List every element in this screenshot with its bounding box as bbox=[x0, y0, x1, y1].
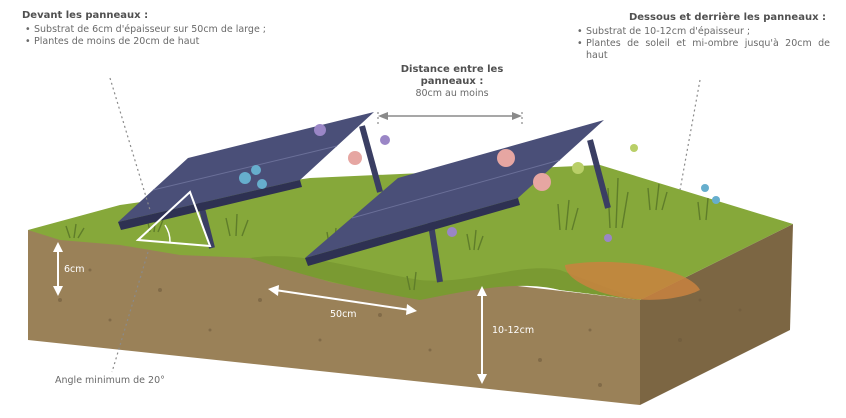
front-note-item-substrate: Substrat de 6cm d'épaisseur sur 50cm de … bbox=[22, 24, 282, 36]
distance-note-value: 80cm au moins bbox=[382, 88, 522, 100]
behind-panels-note: Dessous et derrière les panneaux : Subst… bbox=[574, 12, 830, 62]
front-of-panels-note: Devant les panneaux : Substrat de 6cm d'… bbox=[22, 10, 282, 48]
front-depth-label: 6cm bbox=[64, 264, 85, 275]
back-note-list: Substrat de 10-12cm d'épaisseur ; Plante… bbox=[574, 26, 830, 62]
back-note-item-substrate: Substrat de 10-12cm d'épaisseur ; bbox=[574, 26, 830, 38]
front-width-label: 50cm bbox=[330, 309, 357, 320]
back-note-item-plants: Plantes de soleil et mi-ombre jusqu'à 20… bbox=[574, 38, 830, 62]
front-note-list: Substrat de 6cm d'épaisseur sur 50cm de … bbox=[22, 24, 282, 48]
front-note-item-plants: Plantes de moins de 20cm de haut bbox=[22, 36, 282, 48]
distance-note-title: Distance entre les panneaux : bbox=[382, 64, 522, 88]
min-angle-label: Angle minimum de 20° bbox=[55, 375, 165, 386]
back-depth-label: 10-12cm bbox=[492, 325, 534, 336]
distance-between-panels-note: Distance entre les panneaux : 80cm au mo… bbox=[382, 64, 522, 100]
back-note-title: Dessous et derrière les panneaux : bbox=[574, 12, 830, 24]
front-note-title: Devant les panneaux : bbox=[22, 10, 282, 22]
distance-arrow bbox=[378, 112, 522, 120]
